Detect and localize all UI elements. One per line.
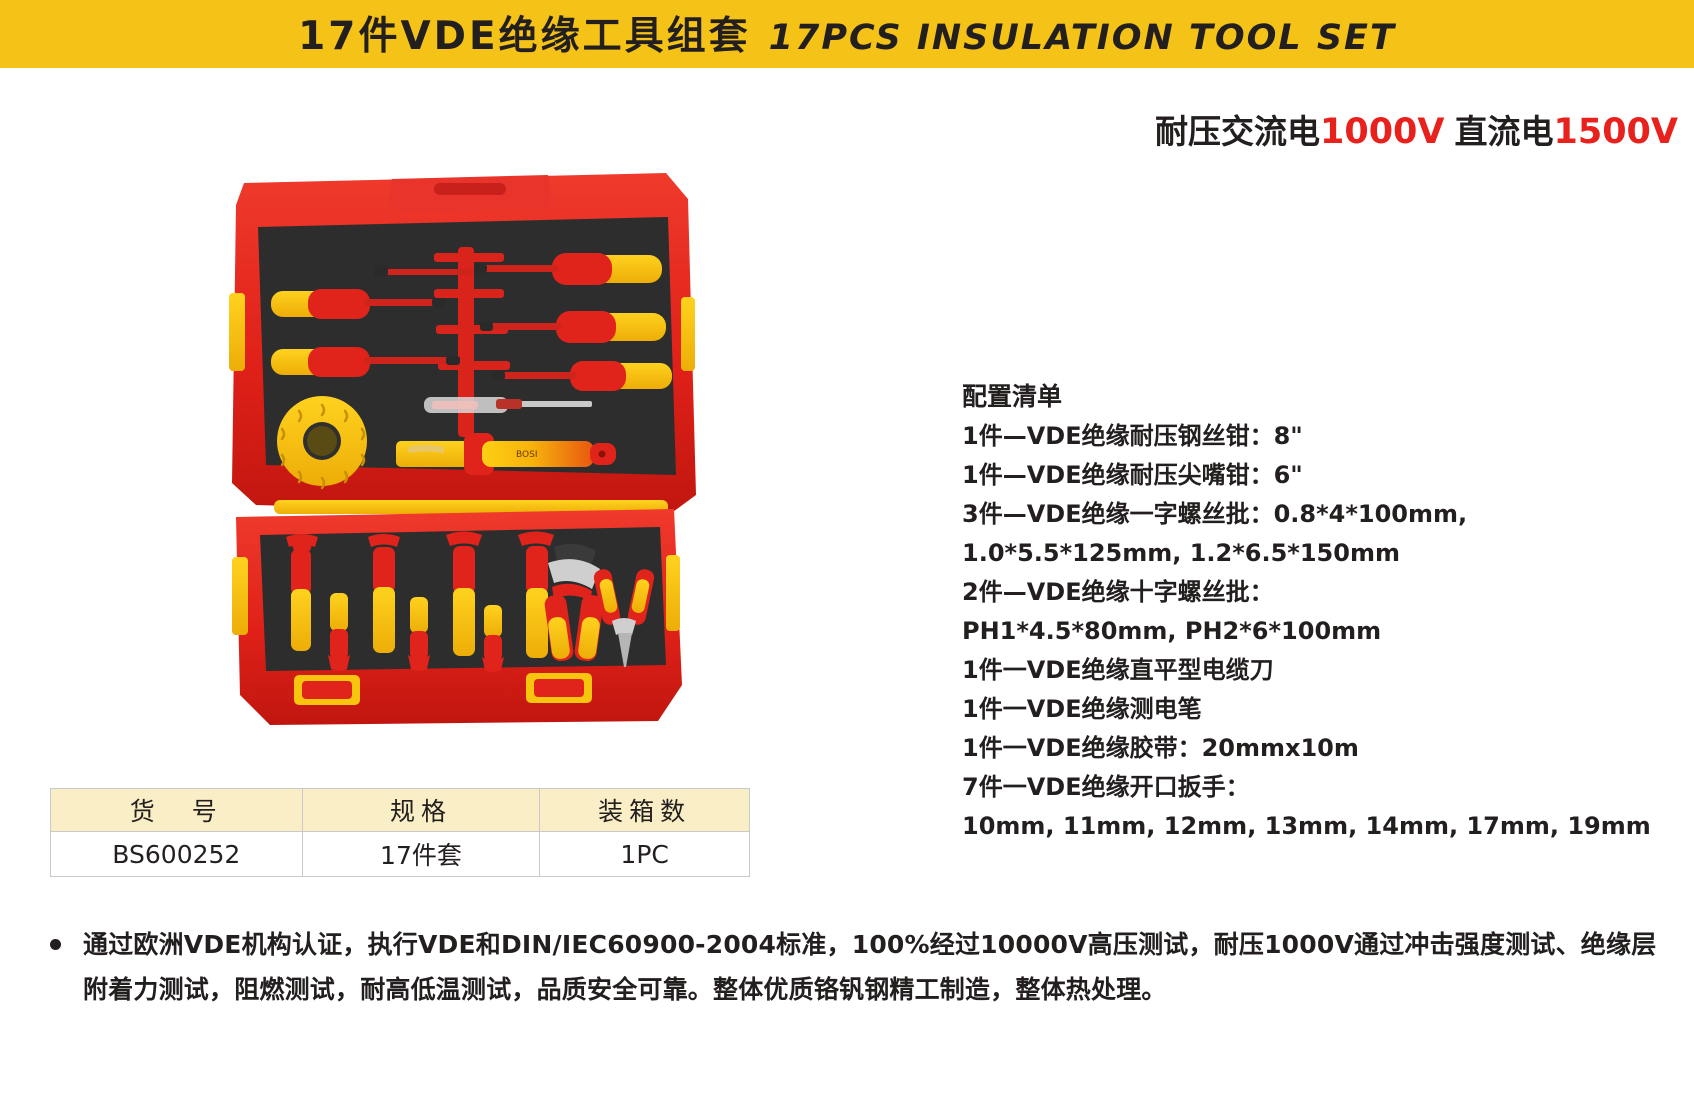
voltage-dc-label: 直流电 — [1454, 112, 1554, 151]
page-title-english: 17PCS INSULATION TOOL SET — [768, 18, 1396, 58]
voltage-dc-value: 1500V — [1553, 112, 1679, 152]
svg-text:BOSI: BOSI — [516, 450, 537, 460]
table-row: BS600252 17件套 1PC — [50, 831, 750, 877]
table-header-row: 货 号 规格 装箱数 — [50, 788, 750, 832]
cell-item-no: BS600252 — [50, 831, 303, 877]
page-title-chinese: 17件VDE绝缘工具组套 — [298, 14, 751, 59]
title-inner: 17件VDE绝缘工具组套 17PCS INSULATION TOOL SET — [298, 5, 1396, 61]
configuration-list-title: 配置清单 — [962, 382, 1063, 411]
specification-table: 货 号 规格 装箱数 BS600252 17件套 1PC — [50, 788, 750, 877]
bullet-dot-icon — [50, 939, 61, 950]
table-body: BS600252 17件套 1PC — [50, 831, 750, 877]
config-item: 7件一VDE绝缘开口扳手： — [962, 773, 1250, 801]
voltage-ac-value: 1000V — [1320, 112, 1445, 152]
config-item: 1件—VDE绝缘耐压钢丝钳：8" — [962, 422, 1303, 450]
table-header: 货 号 规格 装箱数 — [50, 788, 750, 832]
config-item: 2件—VDE绝缘十字螺丝批： — [962, 578, 1274, 606]
certification-note-text: 通过欧洲VDE机构认证，执行VDE和DIN/IEC60900-2004标准，10… — [83, 930, 1657, 1004]
column-header-packing-qty: 装箱数 — [539, 788, 750, 832]
cell-specification: 17件套 — [301, 831, 541, 877]
config-item: 1件一VDE绝缘直平型电缆刀 — [962, 656, 1274, 684]
config-item: 3件—VDE绝缘一字螺丝批：0.8*4*100mm, — [962, 500, 1468, 528]
certification-note: 通过欧洲VDE机构认证，执行VDE和DIN/IEC60900-2004标准，10… — [50, 922, 1662, 1012]
column-header-item-no: 货 号 — [50, 788, 303, 832]
configuration-list: 配置清单 1件—VDE绝缘耐压钢丝钳：8" 1件—VDE绝缘耐压尖嘴钳：6" 3… — [962, 378, 1692, 846]
config-item: 1件一VDE绝缘测电笔 — [962, 695, 1202, 723]
config-item: PH1*4.5*80mm, PH2*6*100mm — [962, 617, 1382, 645]
config-item: 1.0*5.5*125mm, 1.2*6.5*150mm — [962, 539, 1400, 567]
title-banner: 17件VDE绝缘工具组套 17PCS INSULATION TOOL SET — [0, 0, 1694, 68]
voltage-ac-label: 耐压交流电 — [1155, 112, 1320, 151]
cell-packing-qty: 1PC — [539, 831, 750, 877]
config-item: 10mm, 11mm, 12mm, 13mm, 14mm, 17mm, 19mm — [962, 812, 1651, 840]
product-photo-tool-case: BOSI — [196, 165, 726, 725]
config-item: 1件—VDE绝缘耐压尖嘴钳：6" — [962, 461, 1303, 489]
config-item: 1件一VDE绝缘胶带：20mmx10m — [962, 734, 1359, 762]
column-header-specification: 规格 — [301, 788, 541, 832]
